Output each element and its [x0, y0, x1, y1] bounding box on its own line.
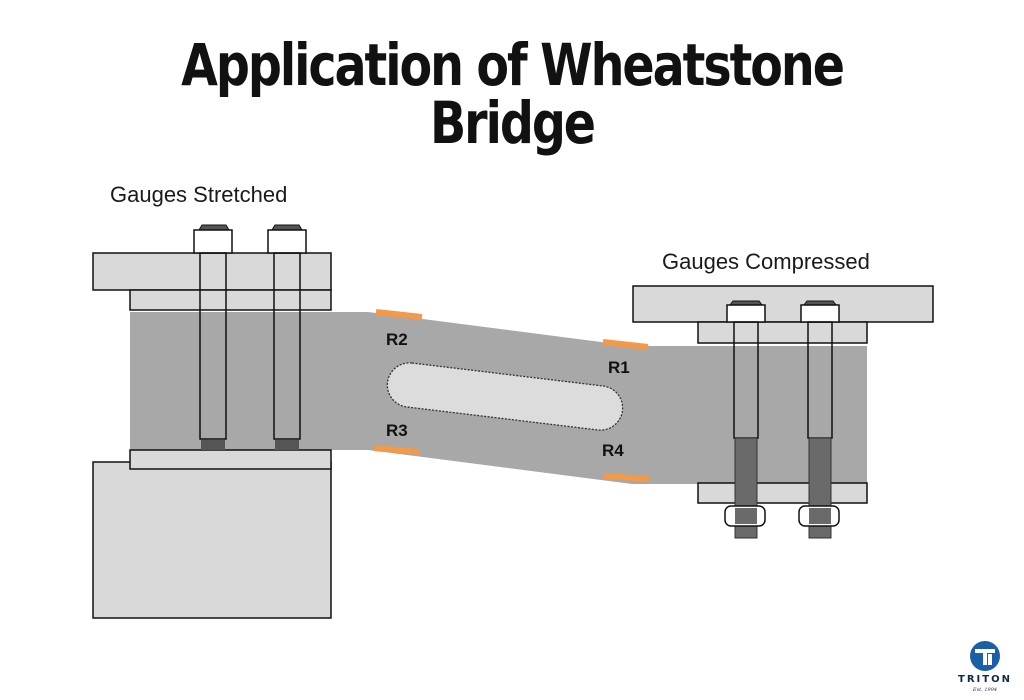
label-r4: R4 [602, 441, 624, 460]
strain-gauge-r4 [603, 473, 650, 482]
strain-gauge-r2 [375, 309, 423, 320]
label-r3: R3 [386, 421, 408, 440]
left-base-block [92, 461, 332, 619]
right-bottom-plate [697, 482, 868, 504]
right-top-load-plate [632, 285, 934, 323]
right-bolt-1 [724, 300, 766, 539]
beam-slot [386, 362, 624, 431]
left-top-plate [92, 252, 332, 291]
caption-gauges-stretched: Gauges Stretched [110, 182, 288, 207]
left-bolt-1 [193, 224, 233, 450]
strain-gauge-r1 [602, 339, 649, 350]
left-bottom-plate [129, 449, 332, 470]
left-bolt-2 [267, 224, 307, 450]
left-spacer-plate [129, 289, 332, 311]
logo-wordmark: TRITON [958, 674, 1012, 685]
triton-logo-icon [970, 641, 1000, 671]
page-title: Application of Wheatstone Bridge [181, 31, 845, 157]
caption-gauges-compressed: Gauges Compressed [662, 249, 870, 274]
triton-logo: TRITON Est. 1994 [955, 640, 1015, 693]
logo-tagline: Est. 1994 [972, 687, 998, 693]
label-r1: R1 [608, 358, 630, 377]
right-bolt-2 [798, 300, 840, 539]
strain-gauge-r3 [373, 445, 420, 455]
right-spacer-plate [697, 321, 868, 344]
label-r2: R2 [386, 330, 408, 349]
